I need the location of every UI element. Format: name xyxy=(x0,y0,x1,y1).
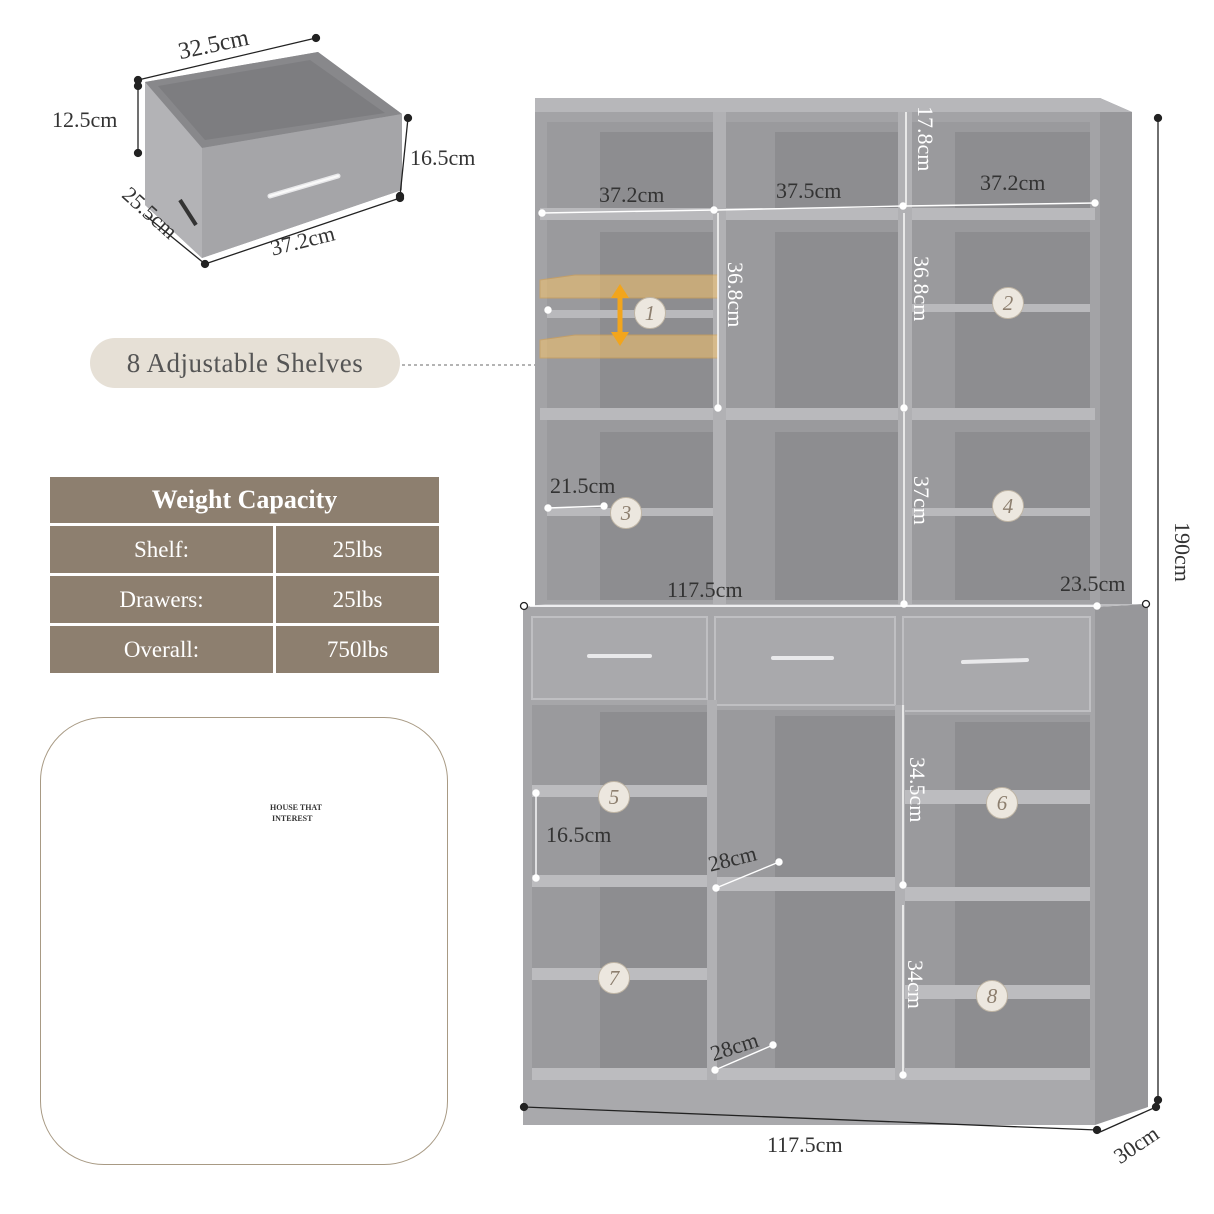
inset-sign-1: HOUSE THAT xyxy=(270,803,322,812)
dim-right-cube-height: 36.8cm xyxy=(909,256,934,322)
weight-row-label: Shelf: xyxy=(50,526,273,573)
dim-top-right-width: 37.2cm xyxy=(980,170,1046,195)
drawer-height-right-label: 16.5cm xyxy=(410,145,476,170)
dim-right-lower-height: 37cm xyxy=(909,476,934,525)
dim-lower-left-height: 16.5cm xyxy=(546,822,612,847)
adjustable-shelf-indicator xyxy=(539,274,719,359)
shelf-number-2: 2 xyxy=(992,287,1024,319)
dim-hutch-depth: 23.5cm xyxy=(1060,571,1126,596)
weight-row-shelf: Shelf: 25lbs xyxy=(50,526,439,573)
inset-sign-4: THE BATH ROOM xyxy=(381,872,404,896)
weight-row-overall: Overall: 750lbs xyxy=(50,626,439,673)
inset-sign-3: MILS BROS. xyxy=(349,872,390,880)
shelf-number-5: 5 xyxy=(598,781,630,813)
weight-row-label: Drawers: xyxy=(50,576,273,623)
shelf-number-8: 8 xyxy=(976,980,1008,1012)
weight-row-label: Overall: xyxy=(50,626,273,673)
dim-total-height: 190cm xyxy=(1170,522,1195,582)
inset-sign-2: INTEREST xyxy=(272,814,313,823)
adjustable-shelves-callout: 8 Adjustable Shelves xyxy=(90,338,400,388)
inner-dim-lines xyxy=(530,112,1101,1079)
drawer-height-left-label: 12.5cm xyxy=(52,107,118,132)
shelf-number-6: 6 xyxy=(986,787,1018,819)
dim-top-mid-width: 37.5cm xyxy=(776,178,842,203)
weight-row-value: 750lbs xyxy=(276,626,439,673)
lifestyle-inset-frame xyxy=(40,717,448,1165)
weight-row-value: 25lbs xyxy=(276,576,439,623)
dim-top-left-width: 37.2cm xyxy=(599,182,665,207)
weight-row-value: 25lbs xyxy=(276,526,439,573)
dim-hutch-width: 117.5cm xyxy=(667,577,743,602)
dim-top-row-height: 17.8cm xyxy=(913,106,938,172)
dim-shelf-depth: 21.5cm xyxy=(550,473,616,498)
shelf-number-7: 7 xyxy=(598,962,630,994)
weight-capacity-table: Weight Capacity Shelf: 25lbs Drawers: 25… xyxy=(50,477,439,676)
dim-left-cube-height: 36.8cm xyxy=(723,262,748,328)
shelf-number-3: 3 xyxy=(610,497,642,529)
weight-row-drawers: Drawers: 25lbs xyxy=(50,576,439,623)
dim-base-width: 117.5cm xyxy=(767,1132,843,1157)
shelf-number-1: 1 xyxy=(634,297,666,329)
bookcase-illustration xyxy=(523,98,1148,1125)
outer-dim-lines xyxy=(519,113,1163,1135)
dim-bottom-right-height: 34cm xyxy=(903,960,928,1009)
person-height-label: 68.8" xyxy=(66,868,114,893)
drawer-illustration xyxy=(133,33,413,269)
dim-lower-right-height: 34.5cm xyxy=(905,757,930,823)
weight-capacity-title: Weight Capacity xyxy=(50,477,439,523)
shelf-number-4: 4 xyxy=(992,490,1024,522)
drawer-row xyxy=(531,616,1091,712)
